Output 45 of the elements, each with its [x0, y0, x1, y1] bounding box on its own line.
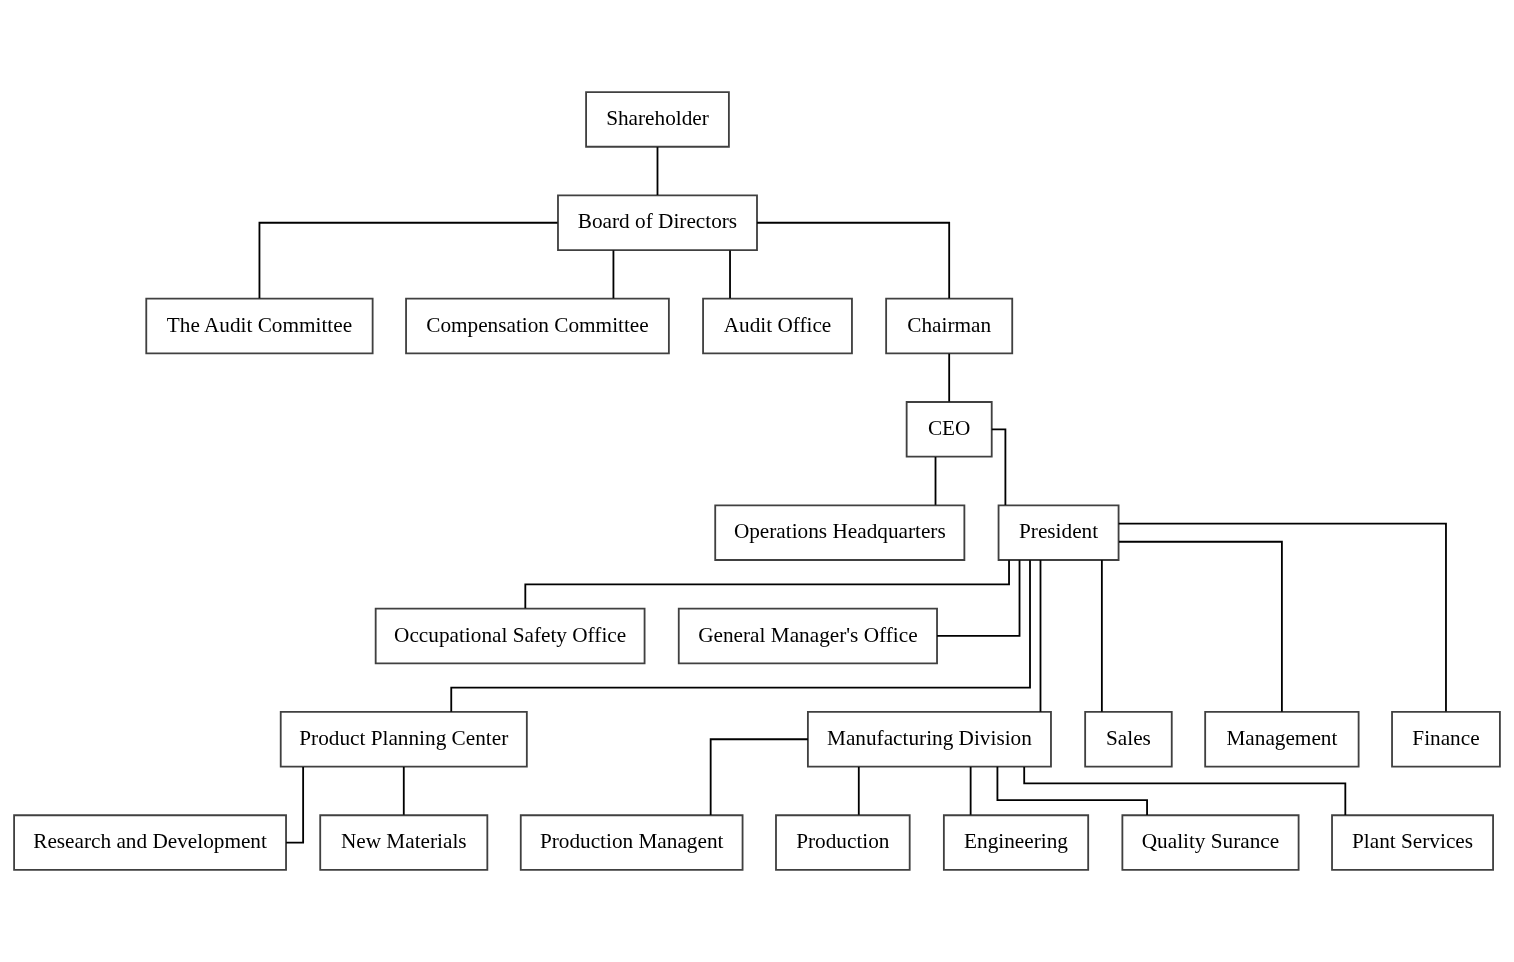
connector [936, 559, 1021, 637]
node-box: Chairman [885, 297, 1014, 355]
node-box: Operations Headquarters [714, 504, 966, 561]
node-box: New Materials [319, 814, 489, 871]
node-box: Board of Directors [557, 194, 758, 251]
node-box: Production Managent [519, 814, 744, 871]
node-box: Plant Services [1331, 814, 1494, 871]
connector [996, 765, 1148, 816]
connector [729, 249, 731, 300]
connector [857, 766, 860, 816]
node-box: President [997, 504, 1120, 561]
connector [1023, 766, 1347, 816]
connector [1039, 559, 1042, 713]
node-box: CEO [905, 401, 993, 458]
node-box: Quality Surance [1121, 814, 1300, 871]
connector [402, 766, 405, 816]
connector [1117, 522, 1447, 713]
connector [934, 456, 937, 506]
connector [948, 352, 951, 403]
node-box: Product Planning Center [279, 711, 528, 768]
node-box: Manufacturing Division [807, 711, 1052, 768]
connector [969, 766, 972, 816]
connector [1100, 559, 1103, 713]
connector [285, 766, 305, 844]
node-box: Audit Office [702, 297, 853, 355]
connector [656, 146, 659, 196]
node-box: General Manager's Office [677, 607, 938, 665]
node-box: Sales [1084, 711, 1173, 768]
node-box: Compensation Committee [405, 297, 670, 355]
node-box: Research and Development [13, 814, 287, 871]
node-box: Production [775, 814, 911, 871]
node-box: Management [1204, 711, 1360, 768]
node-box: Occupational Safety Office [374, 607, 646, 665]
connector [1118, 540, 1283, 713]
connector [990, 428, 1007, 506]
node-box: Engineering [942, 814, 1090, 871]
connector [524, 559, 1010, 610]
connector [756, 221, 951, 300]
node-box: Finance [1391, 711, 1501, 768]
connector [612, 249, 615, 300]
connector [258, 221, 559, 300]
node-box: Shareholder [585, 91, 730, 148]
node-box: The Audit Committee [145, 297, 374, 355]
connector [450, 559, 1031, 713]
connector [709, 738, 809, 816]
